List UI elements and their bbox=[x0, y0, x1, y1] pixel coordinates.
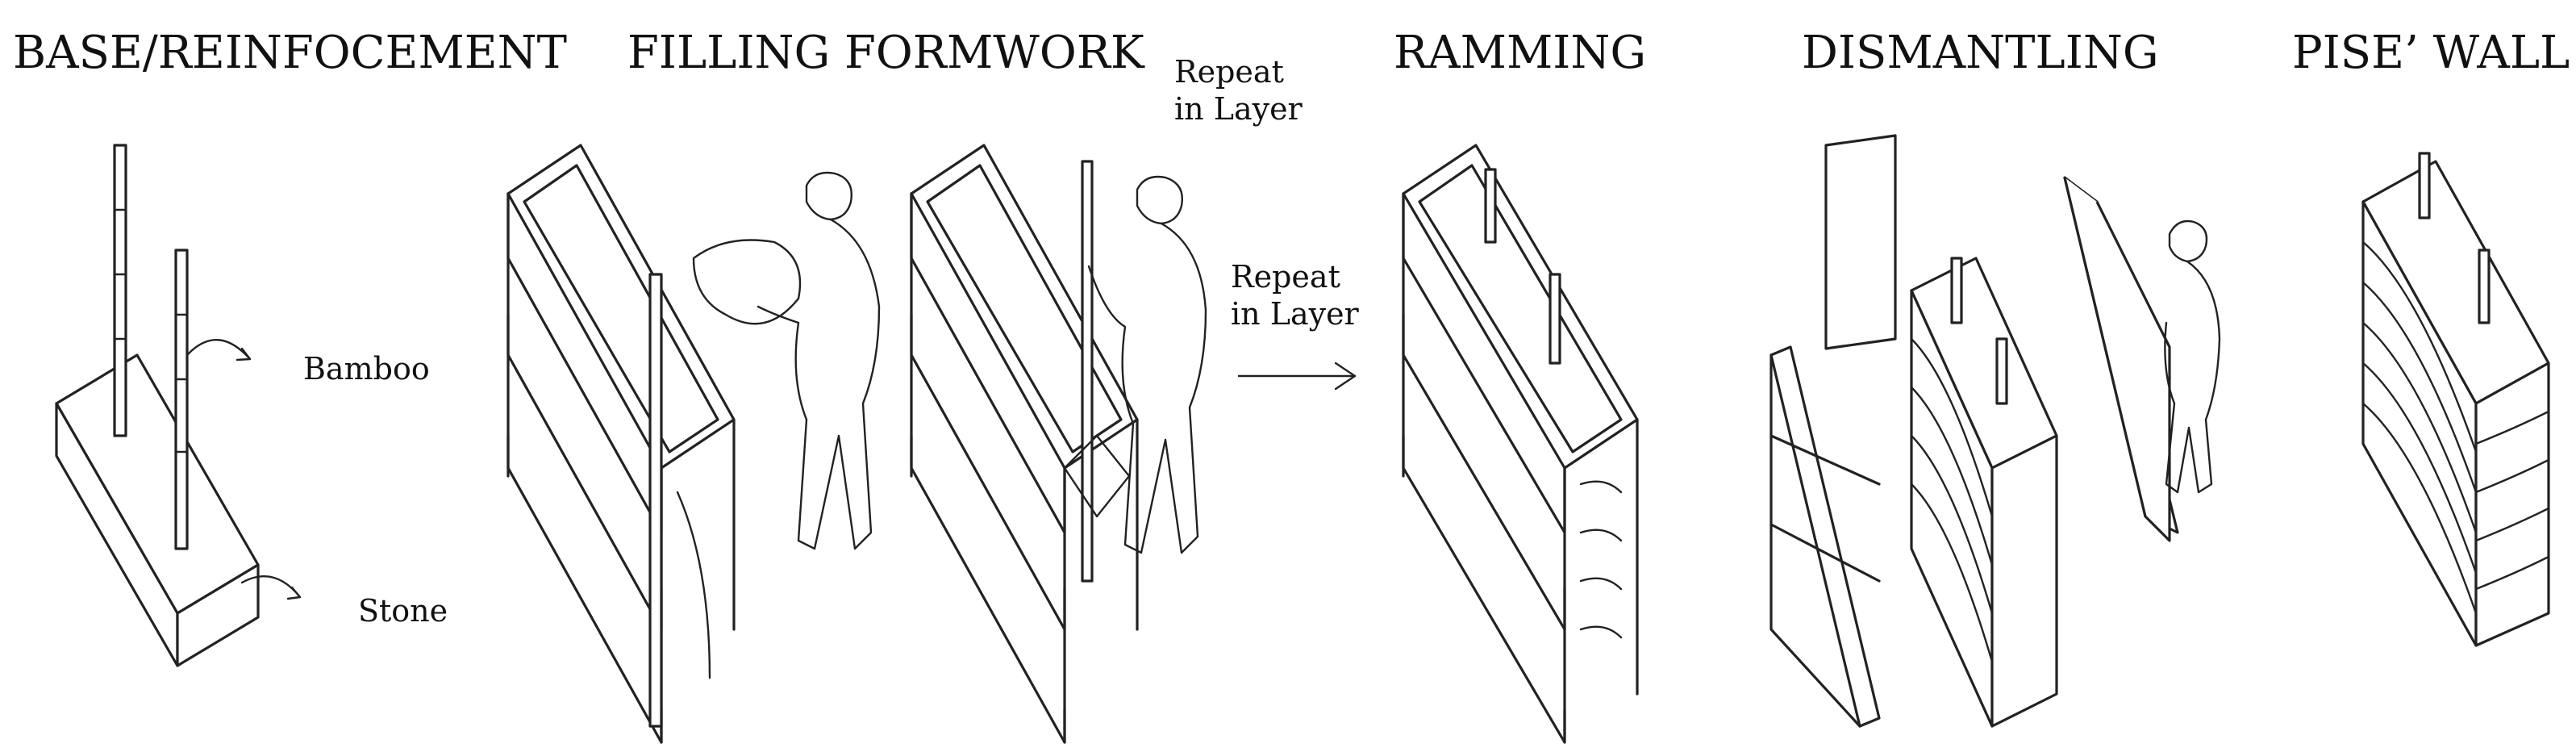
title-filling-formwork: FILLING FORMWORK bbox=[627, 27, 1145, 79]
title-base-reinforcement: BASE/REINFOCEMENT bbox=[13, 27, 567, 79]
stone-base-with-bamboo-illustration bbox=[55, 144, 302, 667]
filling-formwork-frame-2-illustration bbox=[910, 144, 1139, 744]
label-stone: Stone bbox=[358, 593, 448, 629]
label-repeat-top-line1: Repeat bbox=[1174, 54, 1284, 90]
filling-formwork-frame-1-illustration bbox=[506, 144, 736, 744]
repeat-arrow bbox=[1237, 361, 1357, 391]
title-ramming: RAMMING bbox=[1394, 27, 1646, 79]
worker-ramming-icon bbox=[1087, 175, 1207, 554]
worker-pouring-icon bbox=[692, 171, 881, 550]
label-repeat-mid-line2: in Layer bbox=[1231, 296, 1360, 332]
label-bamboo: Bamboo bbox=[303, 351, 430, 387]
label-repeat-top-line2: in Layer bbox=[1174, 91, 1303, 127]
title-dismantling: DISMANTLING bbox=[1802, 27, 2159, 79]
pise-wall-illustration bbox=[2361, 152, 2550, 647]
label-repeat-mid-line1: Repeat bbox=[1231, 259, 1340, 295]
ramming-formwork-illustration bbox=[1402, 144, 1639, 744]
title-pise-wall: PISE’ WALL bbox=[2292, 27, 2570, 79]
dismantling-illustration bbox=[1769, 134, 2221, 728]
